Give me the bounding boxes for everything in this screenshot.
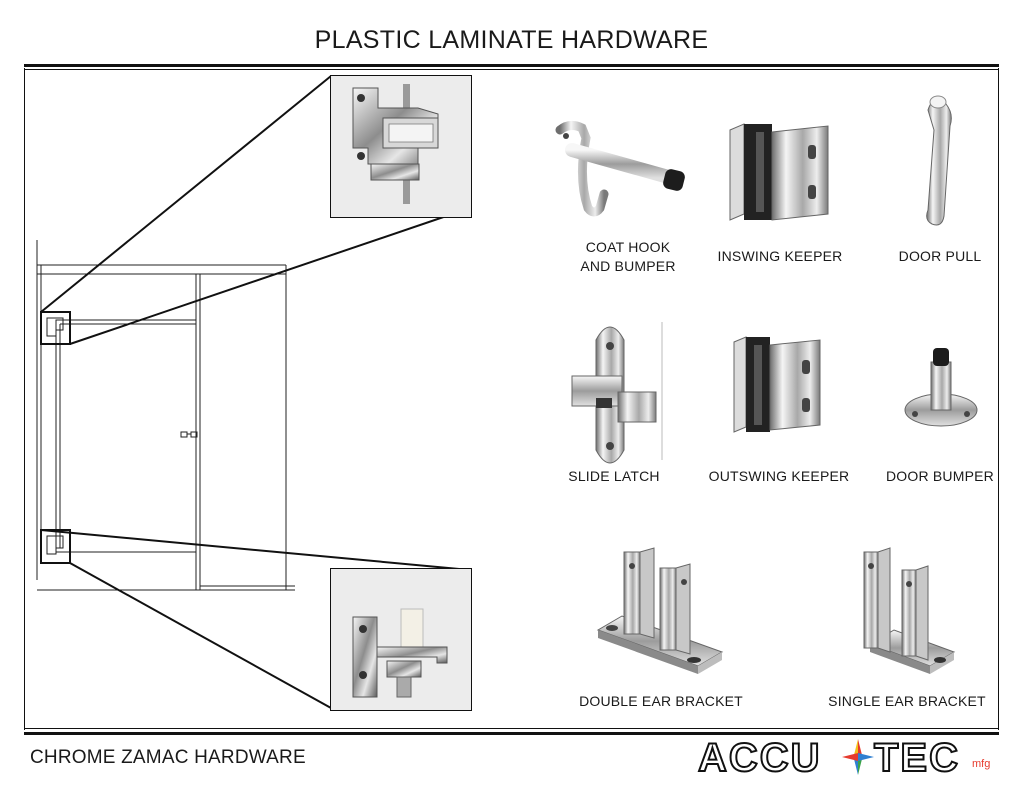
top-hinge-photo (330, 75, 472, 218)
logo-sub-text: mfg (972, 758, 990, 770)
outswing-keeper-icon (733, 336, 821, 433)
frame-right-border (998, 68, 999, 730)
hinge-top-image (331, 76, 471, 217)
coat-hook-label: COAT HOOK AND BUMPER (580, 239, 676, 274)
logo-star-icon (842, 739, 874, 775)
footer-caption: CHROME ZAMAC HARDWARE (30, 747, 306, 768)
door-pull-label: DOOR PULL (898, 248, 982, 264)
single-ear-bracket-icon (863, 547, 956, 674)
door-bumper-icon (904, 348, 978, 427)
frame-left-border (24, 68, 25, 730)
hinge-bottom-image (331, 569, 471, 710)
footer-rule (24, 732, 999, 735)
page-title: PLASTIC LAMINATE HARDWARE (314, 26, 709, 54)
header-rule-thin (24, 69, 999, 70)
slide-latch-icon (571, 322, 663, 464)
slide-latch-label: SLIDE LATCH (568, 468, 660, 484)
double-ear-bracket-icon (596, 547, 724, 674)
inswing-keeper-label: INSWING KEEPER (717, 248, 843, 264)
double-ear-bracket-label: DOUBLE EAR BRACKET (579, 693, 743, 709)
accutec-logo: ACCU TEC mfg (697, 735, 990, 781)
header-rule (24, 64, 999, 67)
door-bumper-label: DOOR BUMPER (886, 468, 994, 484)
coat-hook-icon (555, 120, 685, 217)
bottom-hinge-photo (330, 568, 472, 711)
logo-text-left: ACCU (698, 736, 822, 780)
footer-rule-thin (24, 728, 999, 729)
logo-text-right: TEC (874, 736, 960, 780)
outswing-keeper-label: OUTSWING KEEPER (708, 468, 850, 484)
inswing-keeper-icon (729, 123, 829, 221)
door-pull-icon (926, 95, 952, 226)
single-ear-bracket-label: SINGLE EAR BRACKET (828, 693, 986, 709)
